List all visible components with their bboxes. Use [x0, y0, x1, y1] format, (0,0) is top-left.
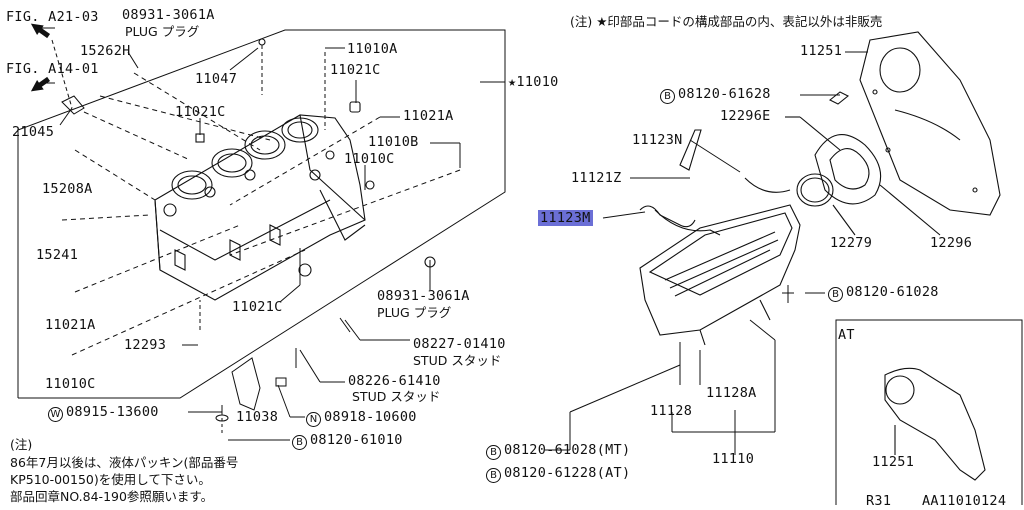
rear-plate-drawing: [785, 31, 1001, 236]
part-12293[interactable]: 12293: [124, 337, 167, 353]
part-11010B[interactable]: 11010B: [368, 134, 419, 150]
part-15208A[interactable]: 15208A: [42, 181, 93, 197]
part-11047[interactable]: 11047: [195, 71, 238, 87]
circle-b-icon: B: [660, 89, 675, 104]
drawing-code: AA11010124: [922, 493, 1007, 509]
stud-label-1: STUD スタッド: [413, 353, 502, 368]
footer-note-head: (注): [10, 437, 33, 452]
fig-ref-a21[interactable]: FIG. A21-03: [6, 9, 99, 25]
part-08120-61028-text: 08120-61028: [846, 284, 939, 300]
arrow-icon: [30, 23, 51, 39]
part-08120-61028-mt-text: 08120-61028(MT): [504, 442, 631, 458]
footer-note-line3: 部品回章NO.84-190参照願います。: [10, 489, 214, 504]
part-11128[interactable]: 11128: [650, 403, 693, 419]
circle-b-icon: B: [486, 468, 501, 483]
part-11038[interactable]: 11038: [236, 409, 279, 425]
plug-label-top: PLUG プラグ: [125, 24, 200, 39]
model-code: R31: [866, 493, 892, 509]
at-inset-box: [835, 319, 1023, 505]
part-12296[interactable]: 12296: [930, 235, 973, 251]
oil-pan-drawing: [639, 129, 801, 346]
part-star-11010[interactable]: ★11010: [508, 74, 559, 90]
part-08227-01410[interactable]: 08227-01410: [413, 336, 506, 352]
part-11121Z[interactable]: 11121Z: [571, 170, 622, 186]
circle-b-icon: B: [486, 445, 501, 460]
footer-note-line2: KP510-00150)を使用して下さい。: [10, 472, 211, 487]
plug-label-bottom: PLUG プラグ: [377, 305, 452, 320]
footer-note-line1: 86年7月以後は、液体パッキン(部品番号: [10, 455, 239, 470]
engine-block-drawing: [154, 38, 436, 301]
at-label: AT: [838, 327, 855, 343]
part-08915-13600-text: 08915-13600: [66, 404, 159, 420]
oil-pan-leaders: [545, 139, 825, 455]
part-12296E[interactable]: 12296E: [720, 108, 771, 124]
part-11123M-highlight: 11123M: [538, 210, 593, 226]
leader-lines-top: [199, 45, 461, 256]
arrow-icon: [30, 76, 51, 92]
part-11010A[interactable]: 11010A: [347, 41, 398, 57]
stud-label-2: STUD スタッド: [352, 389, 441, 404]
part-11021A-left[interactable]: 11021A: [45, 317, 96, 333]
circle-b-icon: B: [828, 287, 843, 302]
block-boundary: [17, 29, 506, 398]
part-11251-top[interactable]: 11251: [800, 43, 843, 59]
part-11021C-b[interactable]: 11021C: [175, 104, 226, 120]
circle-n-icon: N: [306, 412, 321, 427]
part-11021C-c[interactable]: 11021C: [232, 299, 283, 315]
part-11110[interactable]: 11110: [712, 451, 755, 467]
bracket-11038-drawing: [215, 317, 351, 422]
part-11021A-right[interactable]: 11021A: [403, 108, 454, 124]
circle-b-icon: B: [292, 435, 307, 450]
part-11128A[interactable]: 11128A: [706, 385, 757, 401]
part-08120-61628-text: 08120-61628: [678, 86, 771, 102]
part-08931-3061A-top[interactable]: 08931-3061A: [122, 7, 215, 23]
circle-w-icon: W: [48, 407, 63, 422]
part-21045[interactable]: 21045: [12, 124, 55, 140]
part-08931-3061A-bottom[interactable]: 08931-3061A: [377, 288, 470, 304]
part-11123M[interactable]: 11123M: [538, 210, 593, 226]
part-11251-at[interactable]: 11251: [872, 454, 915, 470]
fig-ref-a14[interactable]: FIG. A14-01: [6, 61, 99, 77]
part-11010C-right[interactable]: 11010C: [344, 151, 395, 167]
part-15262H[interactable]: 15262H: [80, 43, 131, 59]
part-11010C-left[interactable]: 11010C: [45, 376, 96, 392]
header-note: (注) ★印部品コードの構成部品の内、表記以外は非販売: [570, 14, 883, 29]
part-11021C-a[interactable]: 11021C: [330, 62, 381, 78]
part-08918-10600-text: 08918-10600: [324, 409, 417, 425]
part-12279[interactable]: 12279: [830, 235, 873, 251]
at-plate-drawing: [884, 367, 986, 481]
part-08120-61228-at-text: 08120-61228(AT): [504, 465, 631, 481]
part-15241[interactable]: 15241: [36, 247, 79, 263]
part-08120-61010-text: 08120-61010: [310, 432, 403, 448]
part-08226-61410[interactable]: 08226-61410: [348, 373, 441, 389]
part-11123N[interactable]: 11123N: [632, 132, 683, 148]
